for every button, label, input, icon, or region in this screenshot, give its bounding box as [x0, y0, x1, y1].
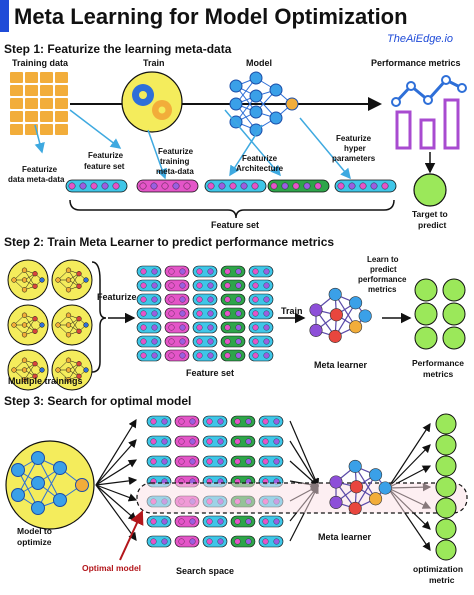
- feature-set-brace: [69, 199, 395, 219]
- optimization-metric-circles: [435, 413, 457, 561]
- step3-meta-learner-label: Meta learner: [318, 532, 372, 542]
- step2-featurize-label: Featurize: [97, 292, 137, 302]
- title-accent-bar: [0, 0, 9, 32]
- model-label: Model: [246, 58, 272, 68]
- featurize-training-label-2: training: [160, 157, 189, 166]
- model-to-label-2: optimize: [17, 537, 52, 547]
- model-to-label-1: Model to: [17, 526, 52, 536]
- target-label-2: predict: [418, 220, 447, 230]
- featurize-architecture-label-1: Featurize: [242, 154, 278, 163]
- featurize-training-label-3: meta-data: [156, 167, 194, 176]
- performance-metrics-circles: [414, 278, 466, 350]
- gears-icon: [121, 71, 183, 133]
- performance-metrics-label: Performance metrics: [371, 58, 461, 68]
- training-data-label: Training data: [12, 58, 69, 68]
- learn-to-label-1: Learn to: [367, 255, 399, 264]
- step3-meta-learner-icon: [329, 459, 392, 515]
- featurize-training-label-1: Featurize: [158, 147, 194, 156]
- trainings-brace: [91, 261, 107, 373]
- step2-heading: Step 2: Train Meta Learner to predict pe…: [4, 235, 334, 249]
- perf-label-1: Performance: [412, 358, 464, 368]
- search-space-grid: [146, 415, 284, 548]
- step2-meta-learner-label: Meta learner: [314, 360, 368, 370]
- opt-metric-label-1: optimization: [413, 564, 463, 574]
- perf-label-2: metrics: [423, 369, 454, 379]
- learn-to-label-3: performance: [358, 275, 407, 284]
- step3-heading: Step 3: Search for optimal model: [4, 394, 191, 408]
- optimal-model-label: Optimal model: [82, 563, 141, 573]
- callout-lines: [34, 109, 351, 180]
- featurize-architecture-label-2: Architecture: [236, 164, 284, 173]
- meta-learner-icon: [309, 287, 372, 343]
- step1-feature-vector: [65, 179, 397, 193]
- train-label: Train: [143, 58, 165, 68]
- step2-feature-set-label: Feature set: [186, 368, 234, 378]
- performance-chart-icon: [391, 75, 467, 150]
- brand-label: TheAiEdge.io: [387, 33, 453, 45]
- featurize-data-meta-label-2: data meta-data: [8, 175, 65, 184]
- step2-feature-set-grid: [136, 265, 274, 362]
- model-to-optimize-icon: [5, 440, 95, 530]
- featurize-hyper-label-3: parameters: [332, 154, 376, 163]
- target-label-1: Target to: [412, 209, 448, 219]
- featurize-feature-set-label-1: Featurize: [88, 151, 124, 160]
- step2-train-label: Train: [281, 306, 303, 316]
- learn-to-label-2: predict: [370, 265, 397, 274]
- training-data-grid-icon: [10, 72, 68, 135]
- step1-feature-set-label: Feature set: [211, 220, 259, 230]
- target-circle: [413, 173, 447, 207]
- featurize-hyper-label-2: hyper: [344, 144, 366, 153]
- multiple-trainings-label: Multiple trainings: [8, 376, 83, 386]
- featurize-feature-set-label-2: feature set: [84, 162, 125, 171]
- featurize-hyper-label-1: Featurize: [336, 134, 372, 143]
- opt-metric-label-2: metric: [429, 575, 455, 585]
- search-space-label: Search space: [176, 566, 234, 576]
- optimal-highlight-box: [136, 482, 468, 514]
- optimal-arrow: [119, 510, 144, 561]
- learn-to-label-4: metrics: [368, 285, 397, 294]
- page-title: Meta Learning for Model Optimization: [14, 4, 408, 29]
- multiple-trainings-grid: [7, 259, 93, 391]
- featurize-data-meta-label-1: Featurize: [22, 165, 58, 174]
- step1-heading: Step 1: Featurize the learning meta-data: [4, 42, 232, 56]
